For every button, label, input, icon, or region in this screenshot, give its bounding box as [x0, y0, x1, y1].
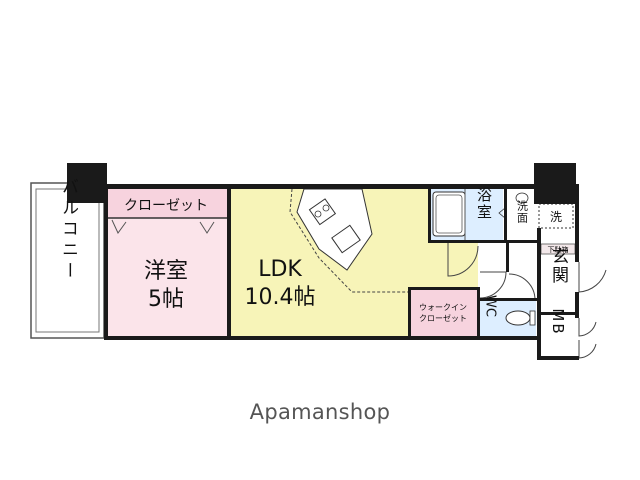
washer-label: 洗	[550, 210, 562, 224]
closet	[108, 189, 228, 218]
walkin-label-1: ウォークイン	[419, 303, 467, 312]
closet-door-right	[199, 221, 215, 234]
wc-door-swing	[508, 273, 536, 301]
mb-door-swing-2	[578, 340, 597, 359]
bathtub-inner	[435, 194, 463, 234]
washroom-label: 洗面	[516, 200, 529, 224]
kitchen-dashed-line	[289, 188, 409, 293]
ldk-door-swing	[447, 243, 479, 277]
walls	[104, 184, 579, 360]
stove-icon	[308, 198, 337, 226]
walkin-closet	[411, 290, 477, 336]
pillar-left	[67, 163, 107, 203]
hall-door-swing	[479, 271, 507, 299]
bath-label: 浴室	[475, 187, 493, 221]
western-room-name: 洋室	[144, 259, 188, 284]
stove-burner-2	[322, 204, 330, 212]
entrance-label: 玄関	[548, 247, 568, 285]
shoe-box-label: 下駄箱	[548, 245, 569, 254]
front-door-swing	[578, 262, 607, 293]
closet-label: クローゼット	[124, 198, 208, 214]
walkin-label-2: クローゼット	[419, 313, 467, 323]
mb-label: MB	[549, 308, 567, 335]
toilet-icon	[505, 310, 531, 326]
entrance	[541, 244, 576, 312]
ldk-room	[231, 189, 478, 336]
watermark-apamanshop: Apamanshop	[249, 400, 391, 424]
sink-icon	[331, 224, 361, 254]
balcony-label-1: バルコニー	[58, 178, 78, 283]
ldk-name: LDK	[258, 257, 302, 282]
ldk-size: 10.4帖	[245, 285, 316, 310]
mb-room	[541, 316, 576, 358]
washer-space	[538, 203, 574, 229]
wc-label: WC	[483, 295, 498, 317]
bathtub-icon	[432, 191, 466, 237]
mb-door-swing-1	[578, 318, 597, 337]
closet-door-left	[111, 219, 127, 234]
western-room-size: 5帖	[148, 287, 184, 312]
pillar-right	[534, 163, 576, 204]
toilet-tank-icon	[529, 310, 536, 326]
stove-burner-1	[314, 210, 322, 218]
balcony	[30, 182, 105, 339]
washbasin-icon	[515, 192, 529, 204]
